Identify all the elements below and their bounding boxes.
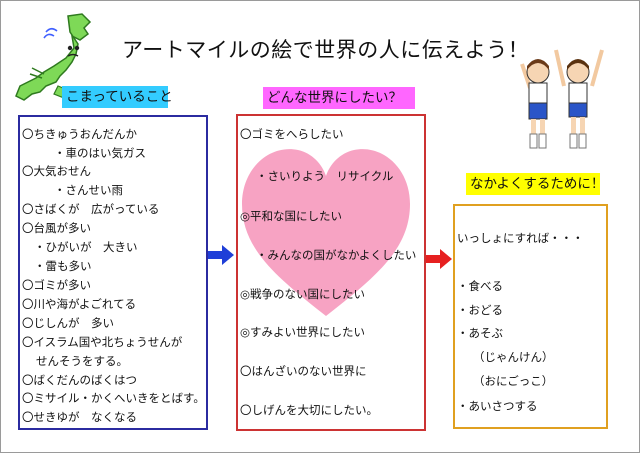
world-item: ◎戦争のない国にしたい bbox=[240, 287, 366, 301]
friends-section-label: なかよくするために！ bbox=[466, 173, 604, 195]
trouble-item: 〇川や海がよごれてる bbox=[22, 297, 137, 311]
friends-item: ・あそぶ bbox=[457, 326, 503, 340]
world-section-label: どんな世界にしたい？ bbox=[263, 87, 415, 109]
world-item: 〇しげんを大切にしたい。 bbox=[240, 403, 378, 417]
trouble-item: 〇ゴミが多い bbox=[22, 278, 91, 292]
friends-item: （おにごっこ） bbox=[473, 374, 554, 388]
world-item: 〇はんざいのない世界に bbox=[240, 364, 367, 378]
friends-item: ・おどる bbox=[457, 303, 503, 317]
trouble-item: ・雷も多い bbox=[34, 259, 92, 273]
friends-item: ・あいさつする bbox=[457, 399, 538, 413]
trouble-item: ・ひがいが 大きい bbox=[34, 240, 138, 254]
trouble-section-label: こまっていること bbox=[62, 86, 173, 108]
trouble-item: ・車のはい気ガス bbox=[54, 146, 146, 160]
world-item: ◎平和な国にしたい bbox=[240, 209, 343, 223]
trouble-box: 〇ちきゅうおんだんか ・車のはい気ガス 〇大気おせん ・さんせい雨 〇さばくが … bbox=[18, 115, 208, 430]
red-arrow-icon bbox=[426, 249, 452, 269]
world-item: ・さいりよう リサイクル bbox=[256, 169, 394, 183]
trouble-item: 〇イスラム国や北ちょうせんが bbox=[22, 335, 183, 349]
world-item: ・みんなの国がなかよくしたい bbox=[256, 248, 417, 262]
world-box: 〇ゴミをへらしたい ・さいりよう リサイクル ◎平和な国にしたい ・みんなの国が… bbox=[236, 114, 426, 431]
friends-item: いっしょにすれば・・・ bbox=[457, 231, 584, 245]
children-cheering-icon bbox=[520, 49, 604, 149]
world-item: ◎すみよい世界にしたい bbox=[240, 325, 366, 339]
trouble-item: 〇台風が多い bbox=[22, 221, 91, 235]
trouble-item: 〇ちきゅうおんだんか bbox=[22, 127, 137, 141]
trouble-item: ・さんせい雨 bbox=[54, 183, 123, 197]
heart-icon bbox=[242, 149, 410, 316]
trouble-item: 〇大気おせん bbox=[22, 164, 91, 178]
friends-item: （じゃんけん） bbox=[473, 350, 554, 364]
trouble-item: 〇じしんが 多い bbox=[22, 316, 114, 330]
page-title: アートマイルの絵で世界の人に伝えよう！ bbox=[122, 38, 530, 62]
trouble-item: 〇ばくだんのばくはつ bbox=[22, 373, 137, 387]
friends-box: いっしょにすれば・・・ ・食べる ・おどる ・あそぶ （じゃんけん） （おにごっ… bbox=[453, 204, 608, 429]
trouble-item: 〇さばくが 広がっている bbox=[22, 202, 160, 216]
world-item: 〇ゴミをへらしたい bbox=[240, 127, 344, 141]
trouble-item: 〇せきゆが なくなる bbox=[22, 410, 137, 424]
trouble-item: 〇ミサイル・かくへいきをとばす。 bbox=[22, 391, 205, 405]
trouble-item: せんそうをする。 bbox=[36, 354, 128, 368]
friends-item: ・食べる bbox=[457, 279, 503, 293]
blue-arrow-icon bbox=[208, 245, 234, 265]
